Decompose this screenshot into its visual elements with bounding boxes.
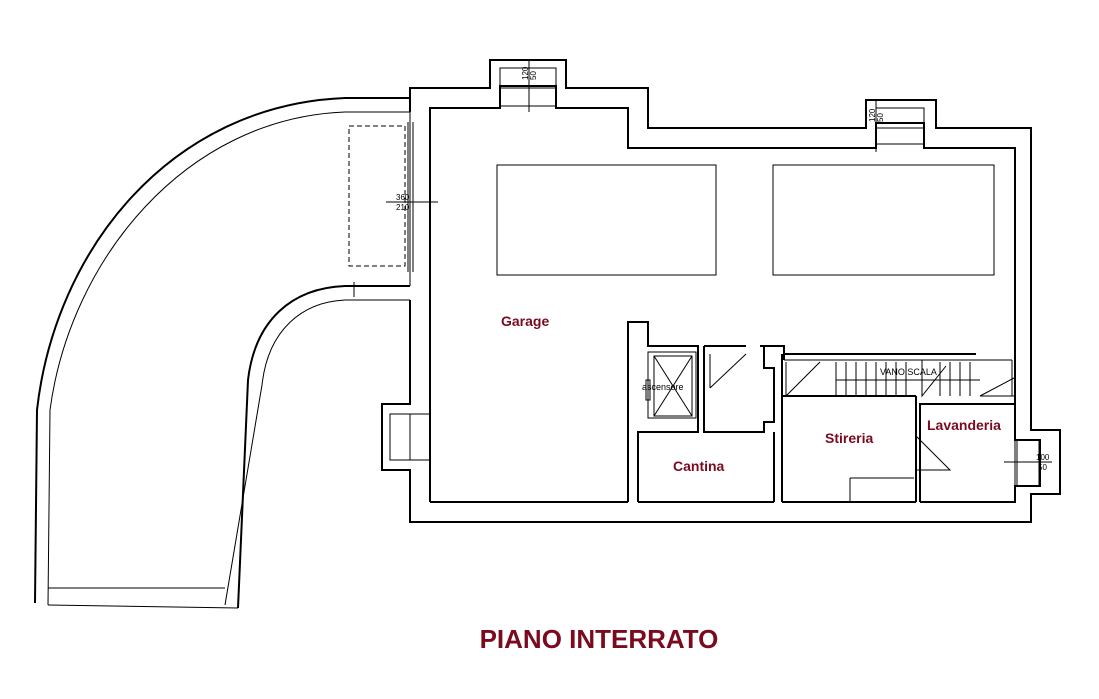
parking-spot-1 [496, 164, 717, 276]
vano-scala-label: VANO SCALA [880, 367, 937, 377]
light-well-right-width: 100 [1036, 453, 1050, 462]
parking-spots [496, 164, 995, 276]
interior-walls [627, 321, 1015, 503]
light-well-right: 100 50 [1004, 428, 1052, 490]
room-label-lavanderia: Lavanderia [927, 417, 1001, 433]
light-well-top-left-depth: 50 [529, 71, 538, 80]
garage-entrance: 360 210 [348, 122, 438, 272]
room-label-cantina: Cantina [673, 458, 725, 474]
staircase: VANO SCALA [835, 362, 980, 396]
light-well-top-right: 120 50 [868, 100, 925, 152]
parking-spot-2 [772, 164, 995, 276]
room-label-garage: Garage [501, 313, 549, 329]
light-well-top-left: 120 50 [499, 60, 557, 112]
access-ramp [34, 97, 410, 609]
side-niche-left [389, 413, 431, 461]
elevator: ascensore [642, 351, 697, 419]
plan-title: PIANO INTERRATO [480, 624, 719, 654]
light-well-top-right-depth: 50 [876, 113, 885, 122]
outer-walls [381, 59, 1061, 523]
light-well-top-right-width: 120 [868, 108, 877, 122]
elevator-label: ascensore [642, 382, 684, 392]
light-well-right-depth: 50 [1038, 463, 1047, 472]
light-well-top-left-width: 120 [521, 66, 530, 80]
doors [709, 353, 1015, 471]
ramp-door-width: 360 [396, 193, 410, 202]
room-label-stireria: Stireria [825, 430, 873, 446]
ramp-door-height: 210 [396, 203, 410, 212]
room-labels: Garage Cantina Stireria Lavanderia [501, 313, 1001, 474]
